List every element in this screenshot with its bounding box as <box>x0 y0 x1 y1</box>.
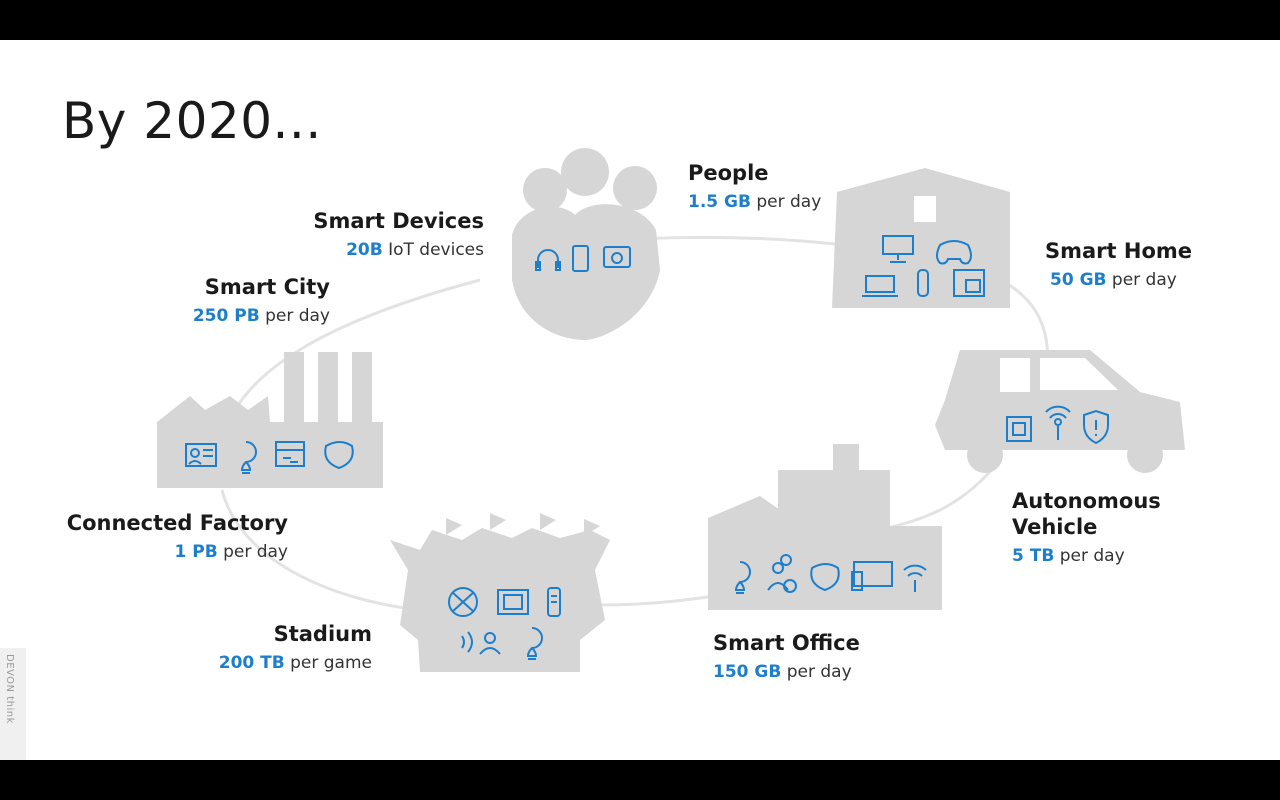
connected-factory-stat: 1 PB per day <box>174 542 289 562</box>
vehicle-name-line2: Vehicle <box>1012 515 1098 539</box>
smart-office-name: Smart Office <box>713 631 860 655</box>
smart-speaker-icon <box>917 269 929 297</box>
watermark-text: DEVON think <box>4 654 15 724</box>
people-name: People <box>688 161 769 185</box>
stadium-label: Stadium 200 TB per game <box>200 621 372 673</box>
factory-badge-icon <box>324 441 354 470</box>
appliance-icon <box>953 269 985 297</box>
smart-devices-label: Smart Devices 20B IoT devices <box>300 208 484 260</box>
stadium-icons <box>448 587 561 660</box>
office-icons <box>734 554 927 594</box>
people-clock-icon <box>767 554 797 593</box>
smart-office-stat: 150 GB per day <box>713 662 852 682</box>
people-silhouette <box>512 148 660 340</box>
slide-title: By 2020... <box>62 92 322 150</box>
smart-home-icons <box>862 235 985 297</box>
stadium-lightbulb-icon <box>526 627 543 660</box>
dashboard-icon <box>275 441 305 467</box>
remote-icon <box>547 587 561 617</box>
smart-city-stat: 250 PB per day <box>192 306 330 326</box>
broadcast-person-icon <box>461 631 501 655</box>
touch-screen-icon <box>603 246 631 268</box>
connected-factory-label: Connected Factory 1 PB per day <box>60 510 288 562</box>
people-stat: 1.5 GB per day <box>688 192 822 212</box>
office-silhouette <box>708 444 942 610</box>
smart-devices-stat: 20B IoT devices <box>346 240 484 260</box>
lightbulb-icon <box>734 561 751 594</box>
vehicle-silhouette <box>935 350 1185 473</box>
smart-devices-name: Smart Devices <box>313 209 484 233</box>
screen-icon <box>851 561 893 591</box>
stadium-silhouette <box>390 513 610 672</box>
vehicle-name-line1: Autonomous <box>1012 489 1161 513</box>
gamepad-icon <box>936 240 972 265</box>
ball-icon <box>448 587 478 617</box>
smart-city-name: Smart City <box>204 275 330 299</box>
slide: By 2020... People 1.5 GB per day Smart H… <box>0 40 1280 760</box>
badge-icon <box>810 563 840 592</box>
wifi-icon <box>903 564 927 592</box>
stadium-stat: 200 TB per game <box>218 653 372 673</box>
shield-alert-icon <box>1083 409 1109 445</box>
letterbox-top <box>0 0 1280 40</box>
factory-lightbulb-icon <box>240 441 257 474</box>
connected-factory-name: Connected Factory <box>66 511 288 535</box>
autonomous-vehicle-label: Autonomous Vehicle 5 TB per day <box>1012 488 1161 566</box>
letterbox-bottom <box>0 760 1280 800</box>
chip-icon <box>1006 416 1032 442</box>
stadium-name: Stadium <box>273 622 372 646</box>
smart-home-name: Smart Home <box>1045 239 1193 263</box>
phone-icon <box>572 245 589 272</box>
factory-icons <box>185 441 354 474</box>
laptop-icon <box>862 275 898 297</box>
smart-home-silhouette <box>832 168 1010 308</box>
smart-office-label: Smart Office 150 GB per day <box>713 630 860 682</box>
people-icons <box>535 245 631 272</box>
wireless-signal-icon <box>1045 405 1071 440</box>
smart-city-label: Smart City 250 PB per day <box>170 274 330 326</box>
monitor-icon <box>882 235 914 263</box>
smart-home-stat: 50 GB per day <box>1050 270 1177 290</box>
headphones-icon <box>535 249 561 271</box>
diagram-scene <box>157 148 1185 672</box>
people-label: People 1.5 GB per day <box>688 160 821 212</box>
id-card-icon <box>185 443 217 467</box>
watermark-tab: DEVON think <box>0 648 26 760</box>
film-icon <box>497 589 529 615</box>
vehicle-icons <box>1006 405 1109 445</box>
smart-home-label: Smart Home 50 GB per day <box>1045 238 1192 290</box>
vehicle-stat: 5 TB per day <box>1012 546 1125 566</box>
